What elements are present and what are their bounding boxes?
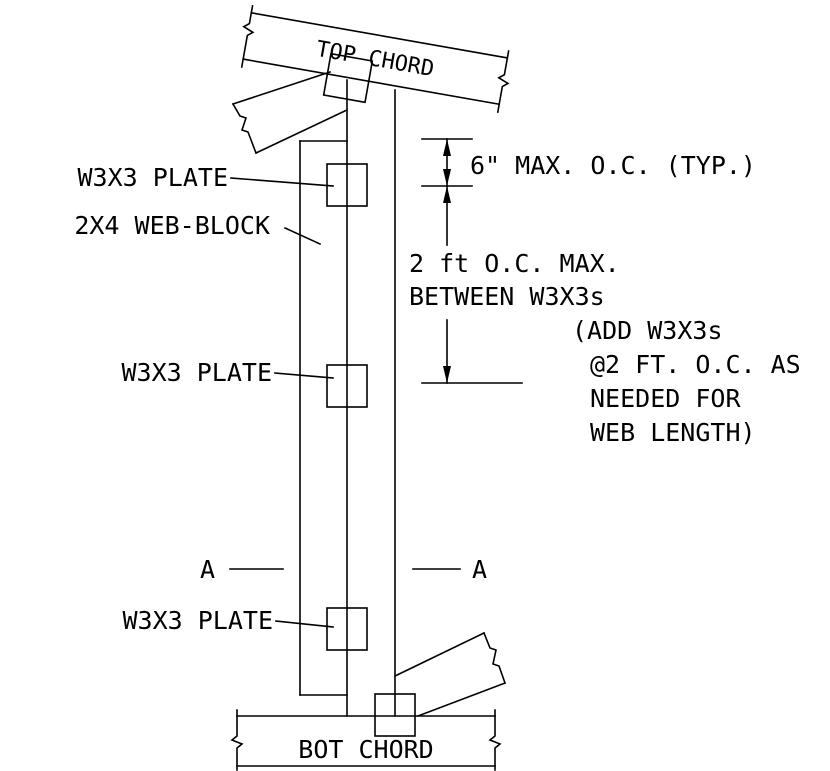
web-block-leader <box>283 226 322 246</box>
w3x3-plate-3 <box>326 607 368 651</box>
spacing-top-label: 6" MAX. O.C. (TYP.) <box>470 151 756 180</box>
bottom-right-web-stub <box>393 631 507 718</box>
dimension-6in: 6" MAX. O.C. (TYP.) <box>421 138 756 187</box>
add-plates-note: (ADD W3X3s @2 FT. O.C. AS NEEDED FOR WEB… <box>572 316 801 447</box>
plate-label-1: W3X3 PLATE <box>77 163 228 192</box>
bottom-joint-plate <box>374 693 416 737</box>
top-chord-lower-edge <box>242 58 501 106</box>
bot-chord-break-left <box>230 709 244 771</box>
section-cut-a: A A <box>200 555 487 584</box>
bot-chord: BOT CHORD <box>230 709 502 771</box>
arrowhead-2ft-up <box>443 186 451 203</box>
top-joint-plate <box>322 52 374 104</box>
plate-leader-3 <box>275 620 334 628</box>
top-chord-upper-edge <box>250 11 509 59</box>
arrowhead-up <box>443 139 451 156</box>
plate-leader-2 <box>274 372 334 379</box>
plate-label-3: W3X3 PLATE <box>122 606 273 635</box>
bot-chord-break-right <box>488 709 502 771</box>
web-block <box>299 140 348 696</box>
top-left-web-stub <box>231 70 349 155</box>
top-chord: TOP CHORD <box>240 4 510 114</box>
top-web-edge-1 <box>231 70 332 106</box>
top-web-edge-2 <box>254 108 349 155</box>
w3x3-plate-2 <box>326 364 368 408</box>
note-line-2: @2 FT. O.C. AS <box>590 350 801 379</box>
top-web-break <box>231 102 258 155</box>
spacing-main-line2: BETWEEN W3X3s <box>409 282 605 311</box>
arrowhead-2ft-down <box>443 366 451 383</box>
dimension-2ft: 2 ft O.C. MAX. BETWEEN W3X3s <box>409 185 620 384</box>
note-line-4: WEB LENGTH) <box>590 418 756 447</box>
note-line-1: (ADD W3X3s <box>572 316 723 345</box>
top-chord-break-left <box>240 4 255 68</box>
bottom-web-break <box>482 631 507 685</box>
bot-chord-label: BOT CHORD <box>298 735 433 764</box>
web-block-label: 2X4 WEB-BLOCK <box>74 211 270 240</box>
section-label-left: A <box>200 555 215 584</box>
section-label-right: A <box>472 555 487 584</box>
plate-leader-1 <box>230 177 334 187</box>
top-chord-break-right <box>496 50 510 114</box>
note-line-3: NEEDED FOR <box>590 384 741 413</box>
spacing-main-line1: 2 ft O.C. MAX. <box>409 249 620 278</box>
bottom-web-edge-1 <box>393 631 486 678</box>
vertical-web-member <box>346 79 396 717</box>
arrowhead-down <box>443 169 451 186</box>
bottom-web-edge-2 <box>416 681 507 718</box>
plate-label-2: W3X3 PLATE <box>121 358 272 387</box>
